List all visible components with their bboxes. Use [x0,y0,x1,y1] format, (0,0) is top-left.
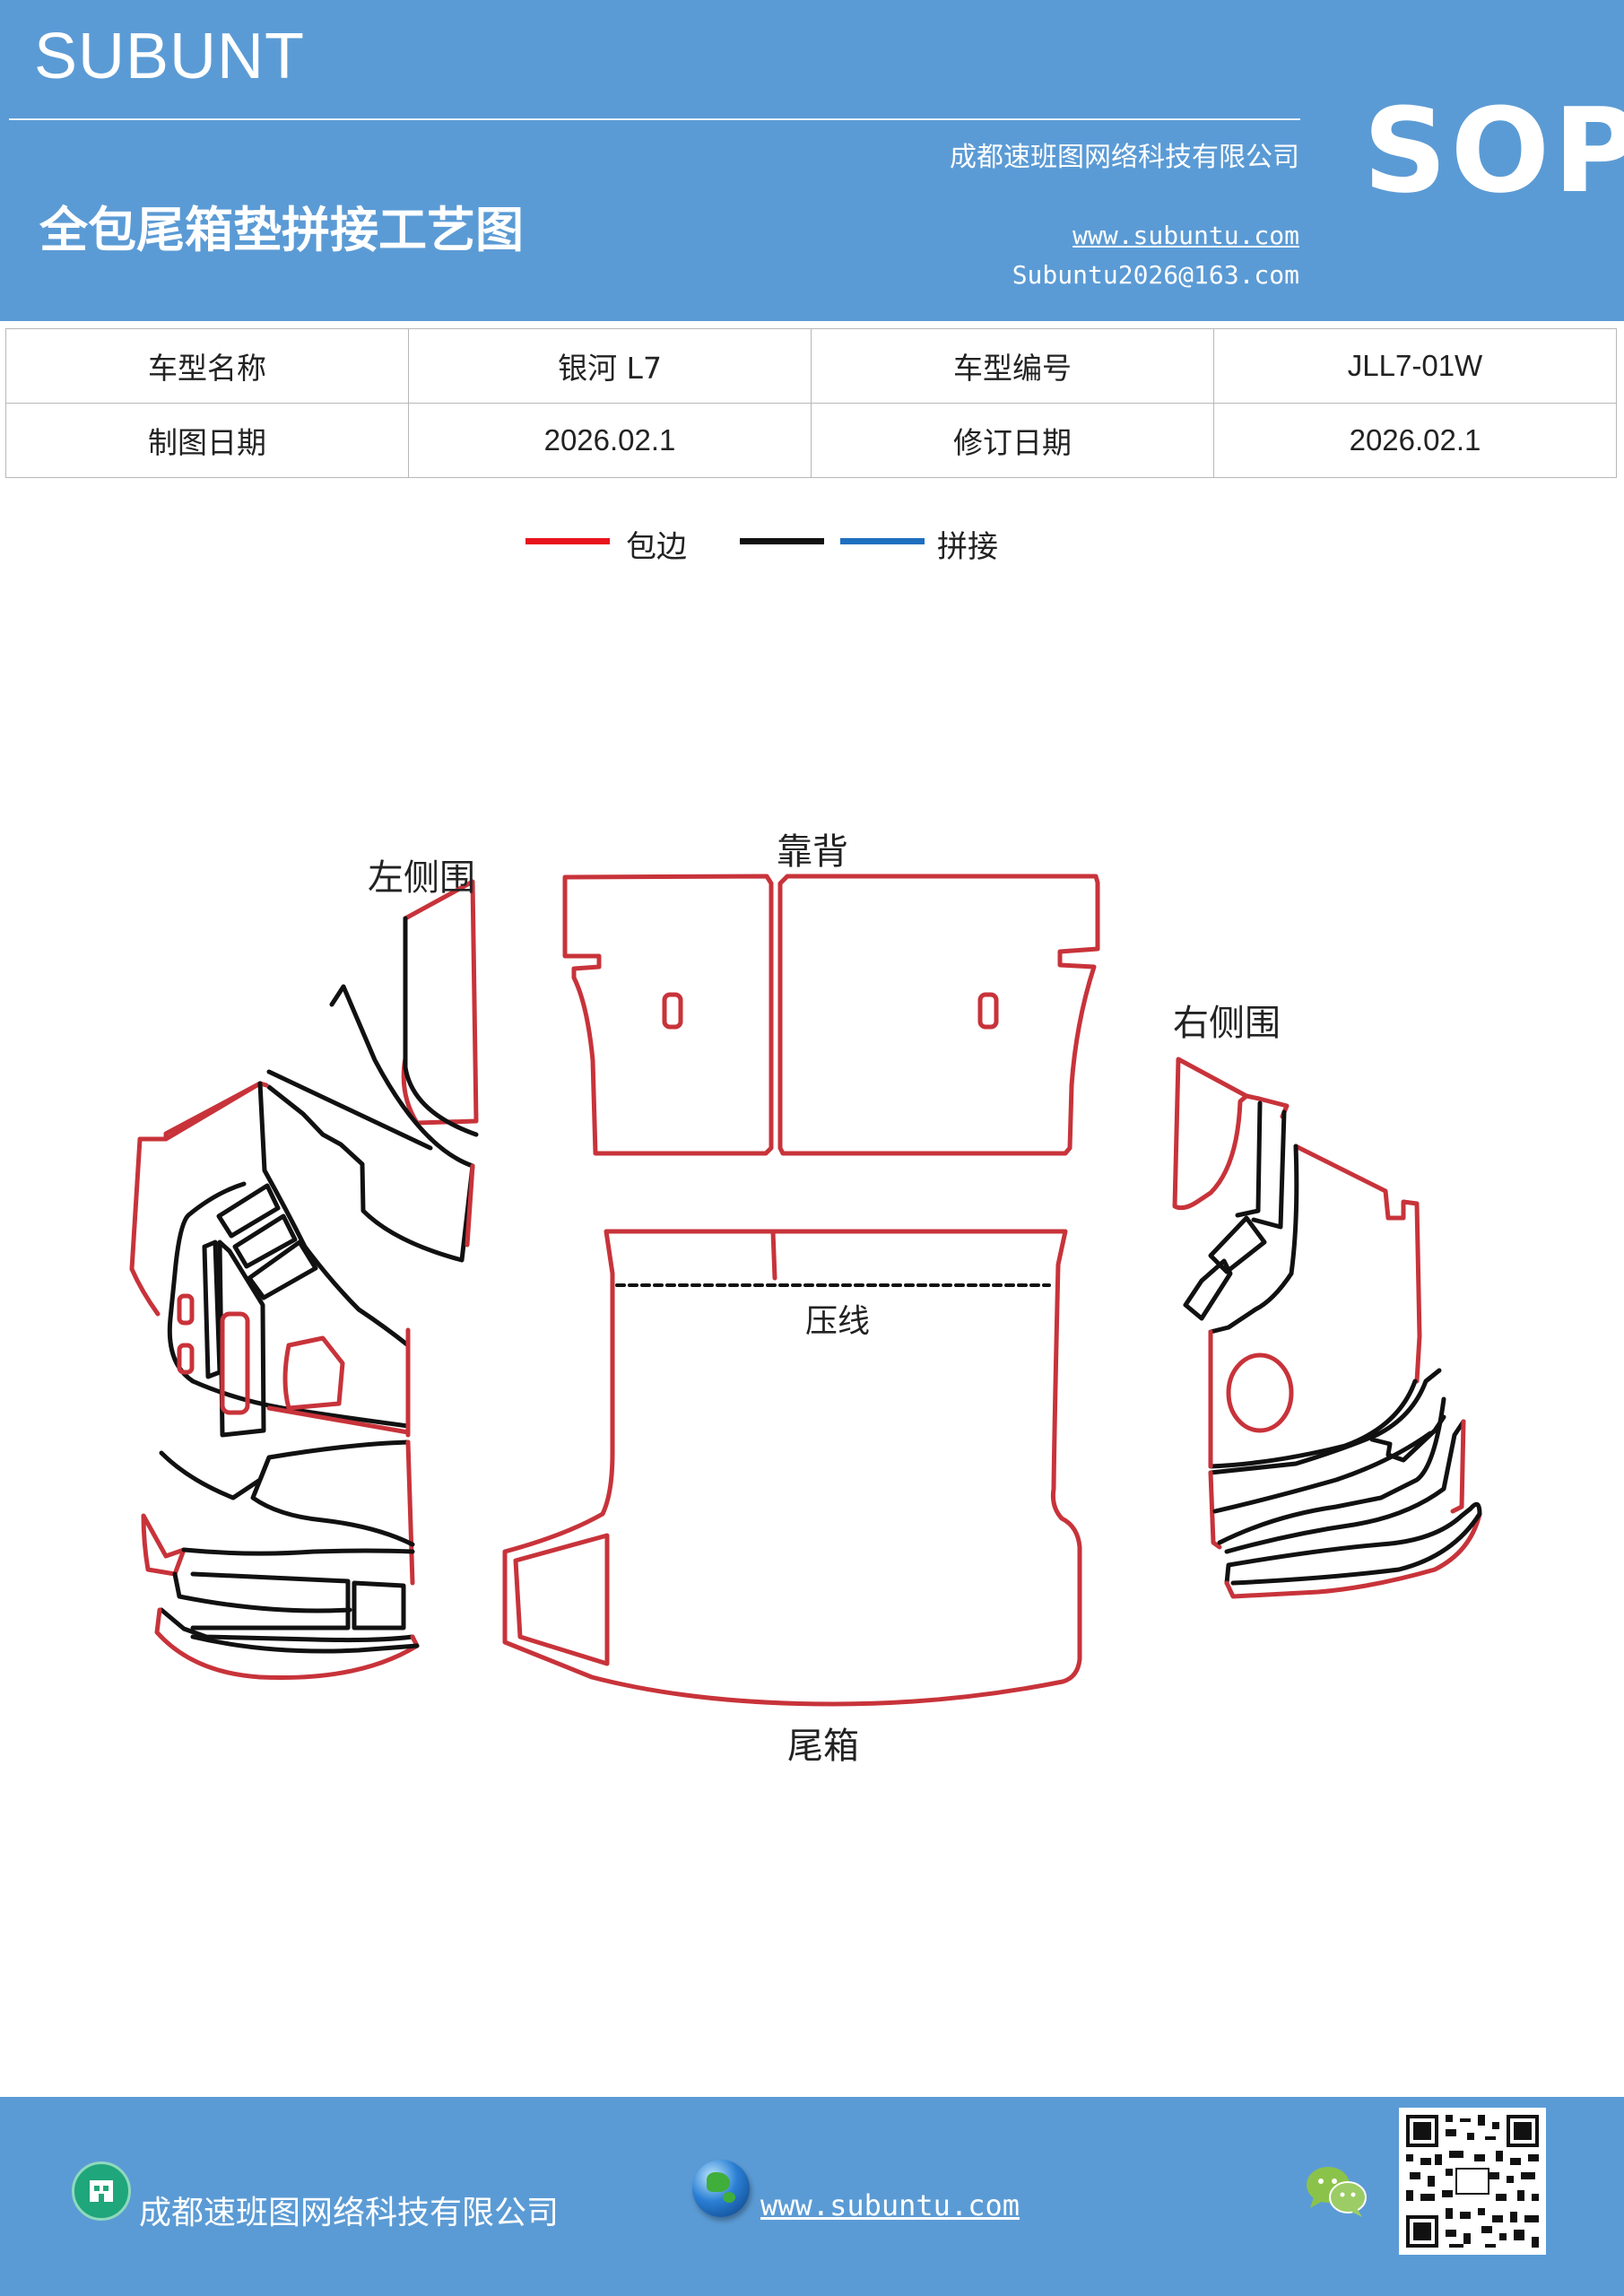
press-line-label: 压线 [805,1303,870,1340]
document-title: 全包尾箱垫拼接工艺图 [39,201,524,258]
model-code-value: JLL7-01W [1213,328,1617,404]
header-banner: SUBUNT 成都速班图网络科技有限公司 全包尾箱垫拼接工艺图 www.subu… [0,0,1624,321]
qr-code [1399,2108,1546,2255]
left-side-wall-label: 左侧围 [368,857,475,899]
right-wall-oval-hole [1226,1352,1294,1433]
right-side-wall-label: 右侧围 [1173,1003,1281,1044]
trunk-mat-diagram: 左侧围 靠背 右侧围 压线 尾箱 [129,831,1482,1767]
trunk-label: 尾箱 [787,1726,859,1767]
footer-company-name: 成都速班图网络科技有限公司 [139,2195,560,2231]
draw-date-value: 2026.02.1 [408,403,812,478]
left-side-wall [129,879,479,1681]
backrest-right-panel [777,874,1100,1156]
wechat-icon[interactable] [1305,2163,1368,2219]
trunk-left-flap [513,1533,610,1666]
table-row: 制图日期 2026.02.1 修订日期 2026.02.1 [5,403,1617,478]
vehicle-info-table: 车型名称 银河 L7 车型编号 JLL7-01W 制图日期 2026.02.1 … [5,328,1617,478]
left-wall-slot-c [220,1311,250,1415]
black-line-swatch [740,538,824,544]
left-wall-hole [282,1335,345,1411]
building-icon [72,2161,131,2221]
revise-date-value: 2026.02.1 [1213,403,1617,478]
header-divider [9,118,1300,120]
model-name-label: 车型名称 [5,328,409,404]
footer-banner: 成都速班图网络科技有限公司 www.subuntu.com [0,2097,1624,2296]
backrest-label: 靠背 [777,831,848,873]
sop-badge: SOP [1363,83,1624,219]
splice-line-swatch [840,538,925,544]
backrest-panels [562,874,1100,1156]
brand-logo-text: SUBUNT [34,21,306,92]
website-link[interactable]: www.subuntu.com [1073,221,1299,250]
globe-icon [692,2160,750,2217]
edge-line-swatch [525,538,610,544]
footer-website-link[interactable]: www.subuntu.com [760,2188,1020,2222]
trunk-floor-panel [502,1229,1082,1707]
email-address[interactable]: Subuntu2026@163.com [1012,260,1299,290]
model-name-value: 银河 L7 [408,328,812,404]
left-wall-slot-a [177,1293,195,1326]
company-name: 成都速班图网络科技有限公司 [950,142,1299,173]
revise-date-label: 修订日期 [811,403,1214,478]
draw-date-label: 制图日期 [5,403,409,478]
right-side-wall [1172,1057,1482,1599]
edge-legend-label: 包边 [626,529,687,565]
table-row: 车型名称 银河 L7 车型编号 JLL7-01W [5,328,1617,404]
model-code-label: 车型编号 [811,328,1214,404]
trunk-floor-center-seam [770,1229,777,1281]
backrest-left-panel [562,874,774,1156]
splice-legend-label: 拼接 [937,529,998,565]
backrest-right-slot [977,992,999,1030]
legend: 包边 拼接 [0,520,1624,574]
left-wall-slot-b [177,1343,195,1375]
backrest-left-slot [662,992,683,1030]
